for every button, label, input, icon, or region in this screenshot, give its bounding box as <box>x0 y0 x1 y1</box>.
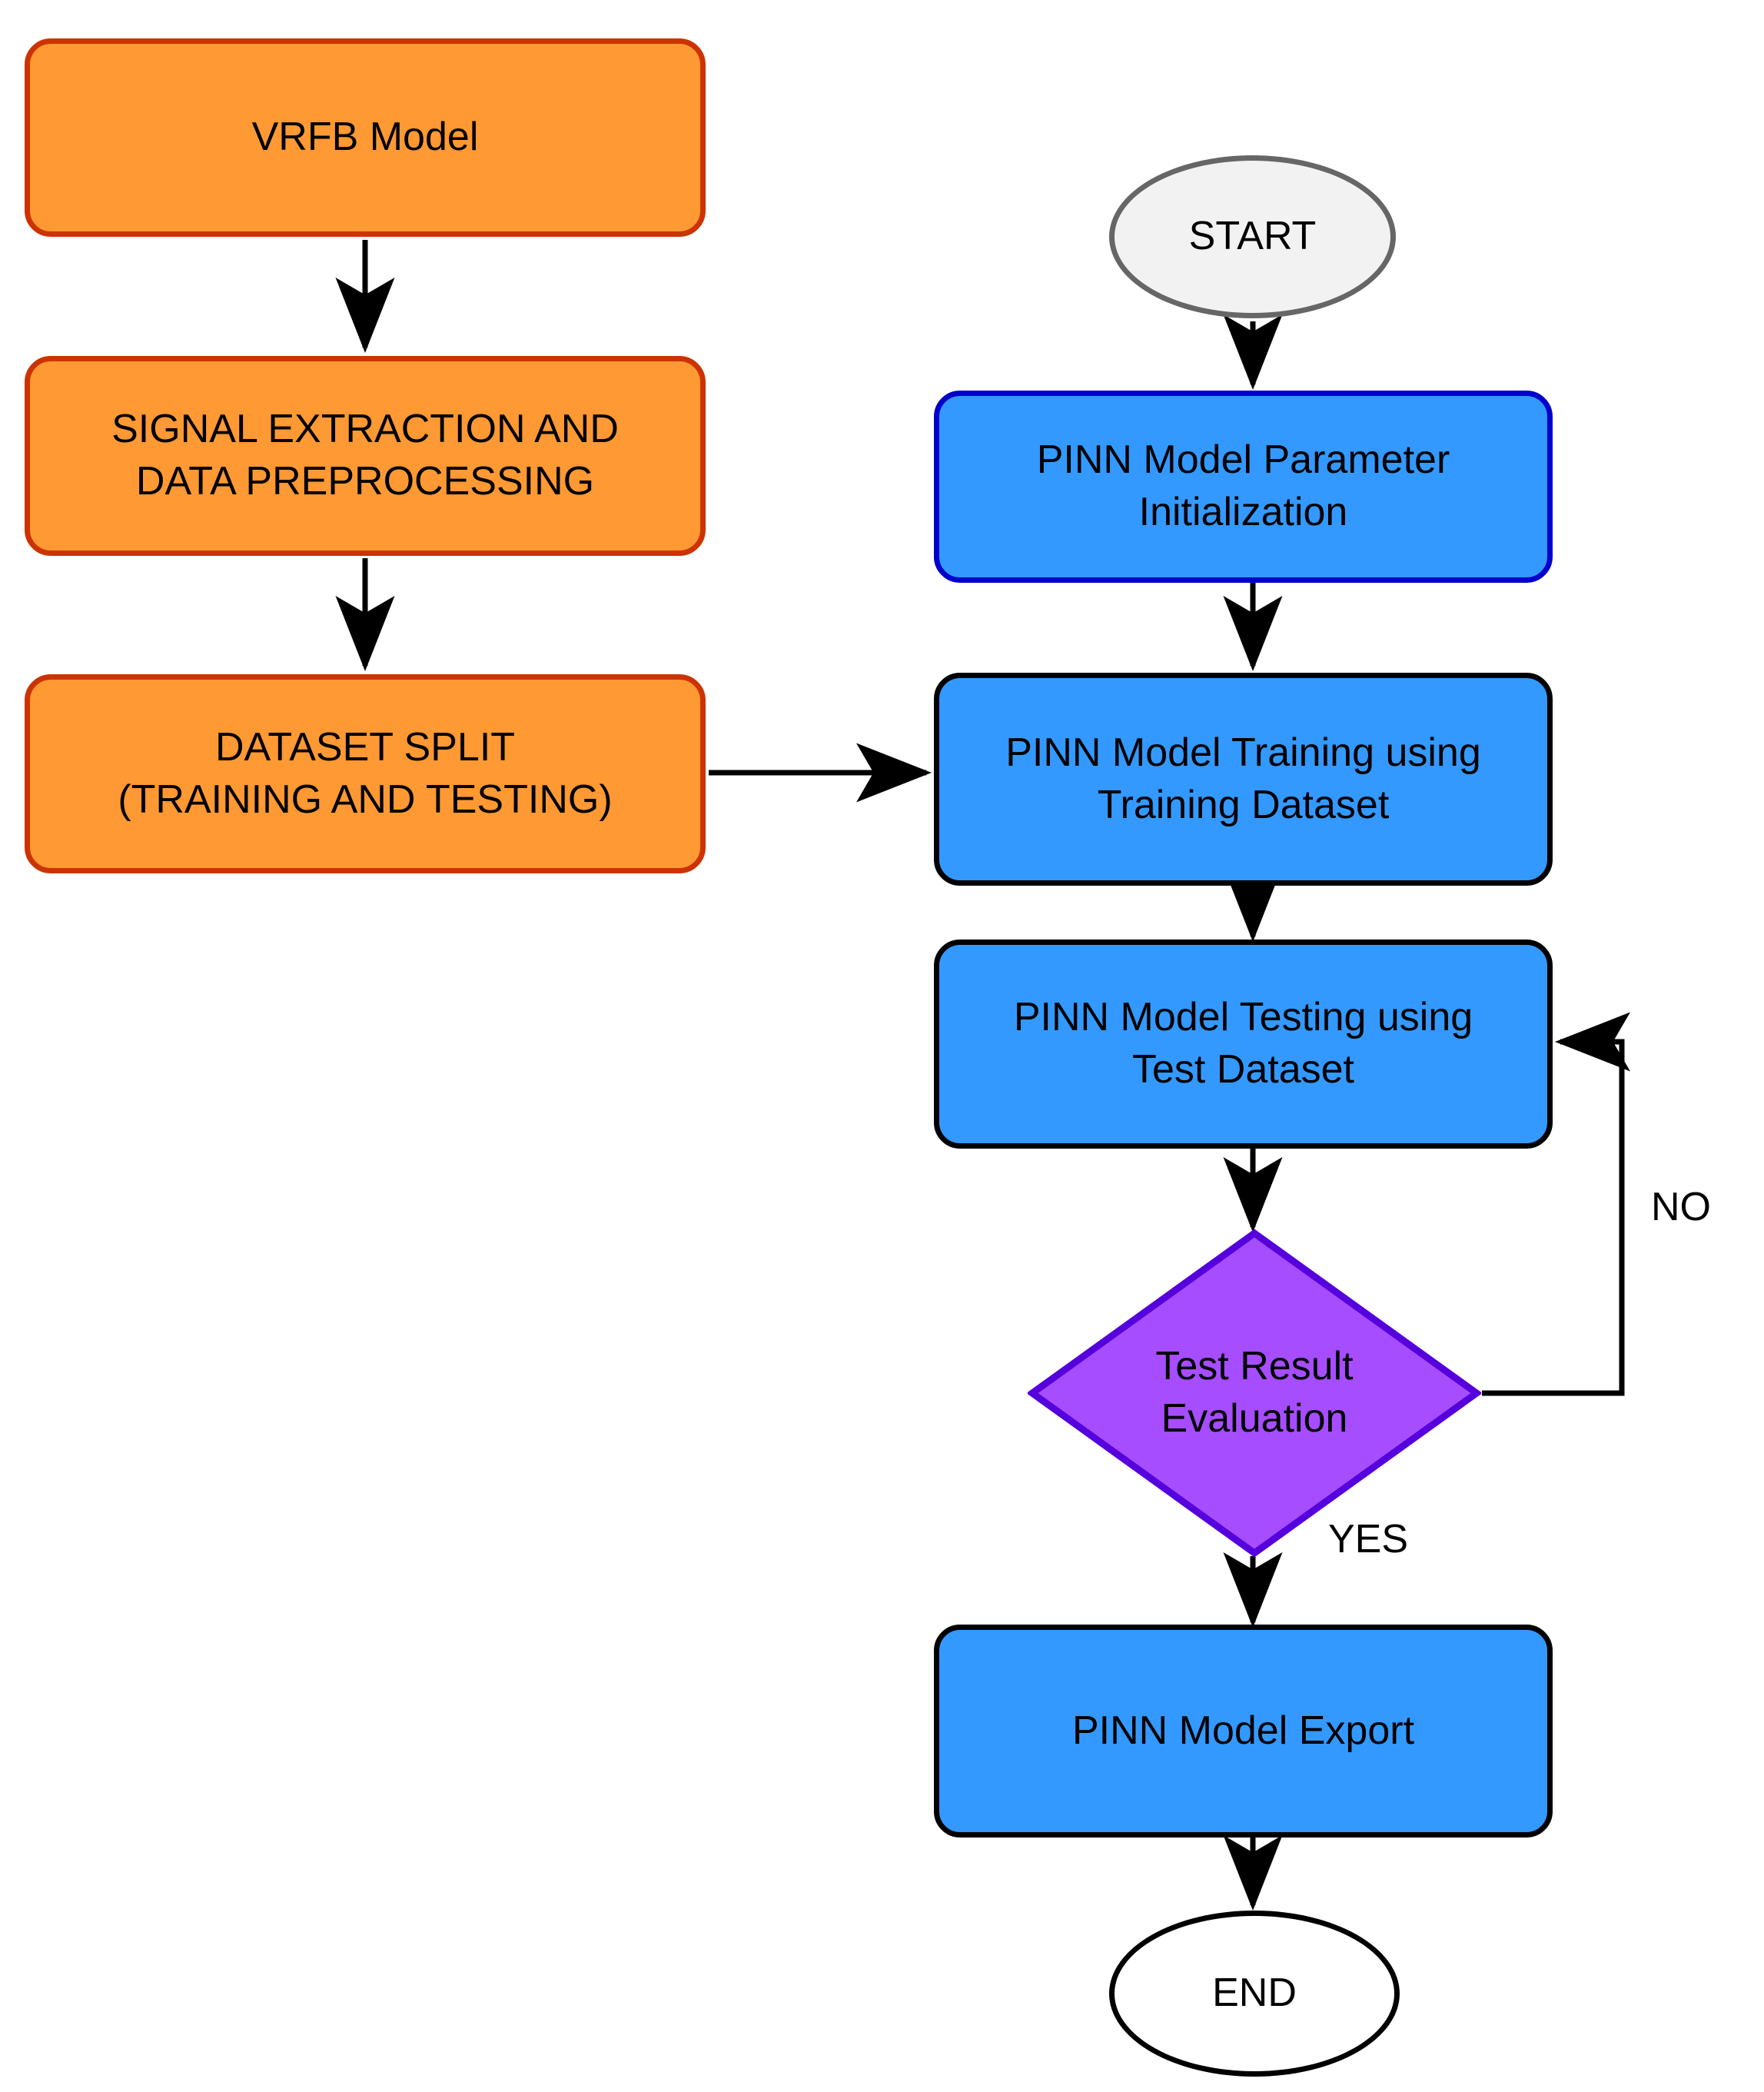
node-param-init-label: PINN Model Parameter Initialization <box>1036 437 1450 534</box>
node-end-label: END <box>1212 1971 1297 2016</box>
decision-diamond-shape <box>1028 1229 1481 1558</box>
node-start[interactable]: START <box>1109 155 1396 318</box>
node-signal-extraction-label: SIGNAL EXTRACTION AND DATA PREPROCESSING <box>111 407 619 504</box>
edge-decision-no-loop <box>1482 1012 1630 1396</box>
node-param-init[interactable]: PINN Model Parameter Initialization <box>934 391 1553 583</box>
node-test-evaluation[interactable]: Test Result Evaluation <box>1028 1229 1481 1558</box>
edge-label-no: NO <box>1651 1185 1711 1229</box>
node-model-training-label: PINN Model Training using Training Datas… <box>1005 730 1481 827</box>
node-model-testing[interactable]: PINN Model Testing using Test Dataset <box>934 940 1553 1149</box>
node-signal-extraction[interactable]: SIGNAL EXTRACTION AND DATA PREPROCESSING <box>25 356 706 556</box>
node-model-export[interactable]: PINN Model Export <box>934 1625 1553 1838</box>
node-model-training[interactable]: PINN Model Training using Training Datas… <box>934 673 1553 886</box>
node-vrfb-model-label: VRFB Model <box>251 115 479 160</box>
node-vrfb-model[interactable]: VRFB Model <box>25 38 706 237</box>
node-model-export-label: PINN Model Export <box>1071 1708 1415 1753</box>
node-dataset-split[interactable]: DATASET SPLIT (TRAINING AND TESTING) <box>25 674 706 873</box>
node-end[interactable]: END <box>1109 1911 1400 2077</box>
edge-label-yes: YES <box>1328 1517 1409 1562</box>
node-start-label: START <box>1188 214 1317 259</box>
node-dataset-split-label: DATASET SPLIT (TRAINING AND TESTING) <box>118 724 613 822</box>
node-model-testing-label: PINN Model Testing using Test Dataset <box>1013 995 1473 1092</box>
